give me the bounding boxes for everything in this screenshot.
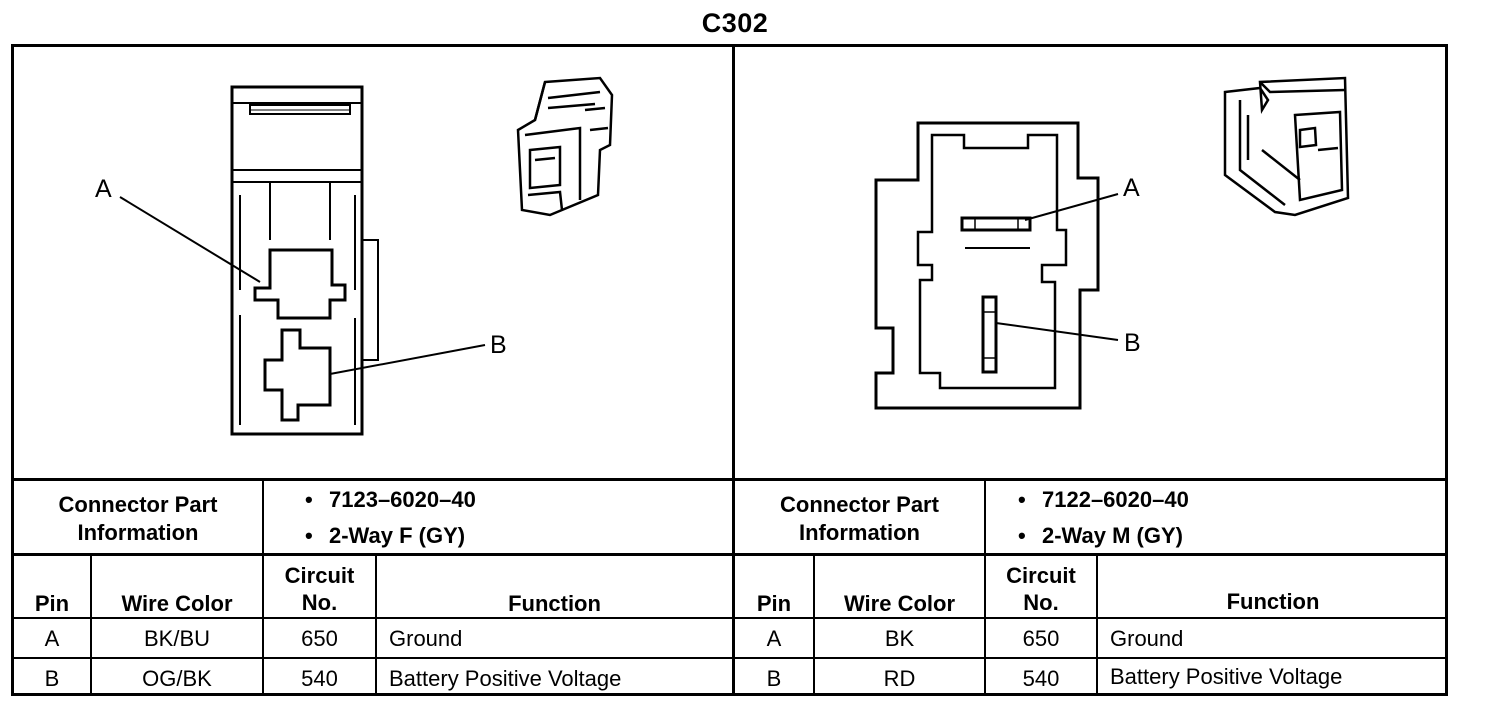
col-divider [813,556,815,696]
cell-circuit: 650 [301,626,338,651]
cell-pin: A [44,626,60,651]
cpi-label-line: Information [77,520,199,545]
female-connector-face [230,85,379,436]
header-circuit-line: No. [1023,590,1059,615]
pin-a-callout: A [95,175,112,203]
diagram-title: C302 [701,8,769,38]
header-function: Function [508,591,601,616]
connector-type: •2-Way M (GY) [1018,523,1183,548]
cpi-label-line: Connector Part [780,492,939,517]
male-connector-face [874,121,1100,410]
connector-part-info-label: Connector Part Information [14,491,262,547]
header-wire-color: Wire Color [843,591,956,616]
cell-circuit: 540 [301,666,338,691]
cell-wire-color: OG/BK [142,666,212,691]
part-number: •7122–6020–40 [1018,487,1189,512]
header-circuit-line: No. [301,590,338,615]
header-bottom-line [11,617,1448,619]
connector-type-value: 2-Way F (GY) [329,523,466,548]
col-divider [375,556,377,696]
part-number: •7123–6020–40 [305,487,476,512]
header-circuit-no: Circuit No. [264,562,375,616]
header-function: Function [1226,589,1320,614]
cell-function: Ground [1110,626,1184,651]
cell-pin: A [766,626,782,651]
cell-wire-color: BK/BU [143,626,211,651]
cell-pin: B [44,666,60,691]
leader-line-b-right [995,322,1119,341]
header-circuit-line: Circuit [1006,563,1076,588]
cell-function: Battery Positive Voltage [1110,664,1343,689]
center-divider [732,44,735,696]
header-pin: Pin [34,591,70,616]
col-divider [1096,556,1098,696]
leader-line-a-left [119,196,261,283]
cpi-label-line: Information [799,520,920,545]
cell-pin: B [766,666,782,691]
cpi-label-line: Connector Part [58,492,218,517]
header-wire-color: Wire Color [121,591,233,616]
connector-type: •2-Way F (GY) [305,523,466,548]
pin-b-callout: B [490,331,507,359]
cell-wire-color: BK [884,626,915,651]
pin-b-callout: B [1124,329,1141,357]
pin-a-callout: A [1123,174,1140,202]
drawing-bottom-line [11,478,1448,481]
cell-function: Battery Positive Voltage [389,666,622,691]
diagram-frame [11,44,1448,696]
part-number-value: 7123–6020–40 [329,487,476,512]
col-divider [90,556,92,696]
part-info-bottom-line [11,553,1448,556]
cell-circuit: 650 [1022,626,1060,651]
header-circuit-line: Circuit [284,563,355,588]
male-connector-iso [1223,76,1350,217]
row-separator-line [11,657,1448,659]
cpi-divider-left [262,481,264,553]
connector-type-value: 2-Way M (GY) [1042,523,1183,548]
col-divider [262,556,264,696]
cpi-divider-right [984,481,986,553]
connector-part-info-label: Connector Part Information [735,491,984,547]
leader-line-b-left [329,344,486,375]
header-circuit-no: Circuit No. [986,562,1096,616]
header-pin: Pin [756,591,792,616]
cell-circuit: 540 [1022,666,1060,691]
part-number-value: 7122–6020–40 [1042,487,1189,512]
female-connector-iso [516,76,614,217]
leader-line-a-right [1024,193,1119,221]
cell-function: Ground [389,626,463,651]
cell-wire-color: RD [883,666,916,691]
col-divider [984,556,986,696]
